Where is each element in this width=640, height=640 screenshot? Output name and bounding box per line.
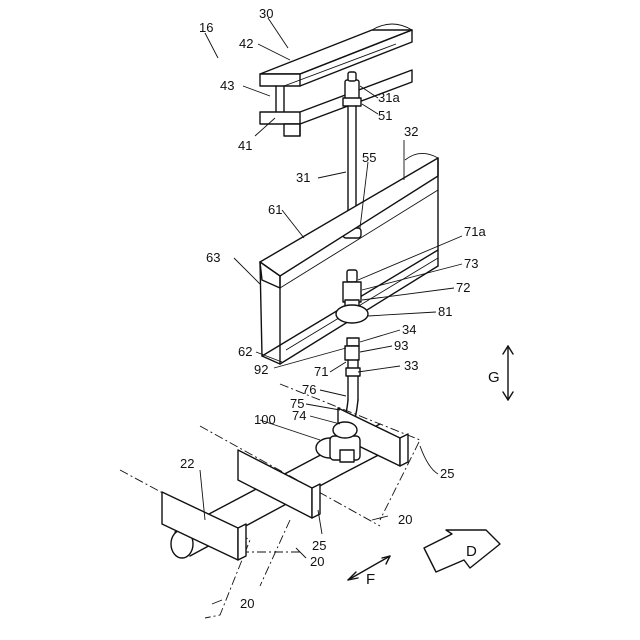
label-63: 63 <box>206 250 220 265</box>
label-61: 61 <box>268 202 282 217</box>
label-30: 30 <box>259 6 273 21</box>
label-73: 73 <box>464 256 478 271</box>
rod-upper-nut <box>343 72 361 106</box>
label-74: 74 <box>292 408 306 423</box>
leader-lines <box>200 18 462 604</box>
label-93: 93 <box>394 338 408 353</box>
label-72: 72 <box>456 280 470 295</box>
label-62: 62 <box>238 344 252 359</box>
label-22: 22 <box>180 456 194 471</box>
direction-d-arrow <box>424 530 500 572</box>
label-42: 42 <box>239 36 253 51</box>
label-25-middle: 25 <box>312 538 326 553</box>
direction-g-label: G <box>488 369 500 386</box>
label-92: 92 <box>254 362 268 377</box>
label-20-middle: 20 <box>310 554 324 569</box>
label-16: 16 <box>199 20 213 35</box>
label-81: 81 <box>438 304 452 319</box>
label-31: 31 <box>296 170 310 185</box>
label-100: 100 <box>254 412 276 427</box>
label-71: 71 <box>314 364 328 379</box>
direction-d-label: D <box>466 543 477 560</box>
brackets <box>162 408 408 560</box>
label-41: 41 <box>238 138 252 153</box>
label-71a: 71a <box>464 224 486 239</box>
label-43: 43 <box>220 78 234 93</box>
direction-f-label: F <box>366 571 375 588</box>
label-76: 76 <box>302 382 316 397</box>
label-34: 34 <box>402 322 416 337</box>
label-33: 33 <box>404 358 418 373</box>
label-25-right: 25 <box>440 466 454 481</box>
label-31a: 31a <box>378 90 400 105</box>
clamp <box>316 422 360 462</box>
label-32: 32 <box>404 124 418 139</box>
label-55: 55 <box>362 150 376 165</box>
label-20-right: 20 <box>398 512 412 527</box>
direction-g-arrow <box>503 346 513 400</box>
label-51: 51 <box>378 108 392 123</box>
label-20-left: 20 <box>240 596 254 611</box>
channel-fitting <box>336 270 368 360</box>
